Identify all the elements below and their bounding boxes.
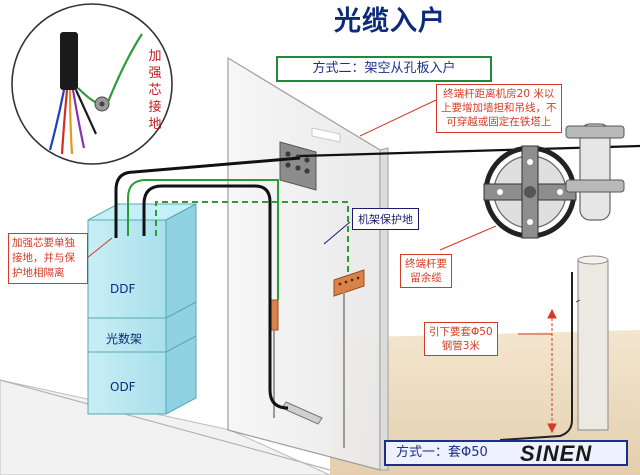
ground-rod <box>281 401 323 425</box>
ddf-label: DDF <box>110 282 136 296</box>
core-ground-vertical-label: 加强芯接地 <box>148 49 162 132</box>
terminal-pole-note-line-2: 上要增加墙担和吊线，不 <box>441 102 557 115</box>
reserve-note-line-2: 留余缆 <box>410 272 442 285</box>
building-wall <box>227 56 381 471</box>
rack-ground-label: 机架保护地 <box>352 208 419 230</box>
pole-clamp <box>565 123 625 221</box>
method-two-label: 方式二：架空从孔板入户 <box>276 56 492 82</box>
down-pipe-note: 引下要套Φ50 钢管3米 <box>424 322 498 357</box>
page-title: 光缆入户 <box>334 6 446 37</box>
terminal-pole-reserve-note: 终端杆要 留余缆 <box>400 254 452 289</box>
pipe-length-dimension <box>547 308 557 434</box>
ground-soil <box>330 330 640 475</box>
green-protective-ground-dashed <box>155 201 349 272</box>
black-fiber-cable-outer <box>114 156 301 238</box>
core-separate-ground-note: 加强芯要单独接地，并与保护地相隔离 <box>8 233 88 284</box>
reserve-note-line-1: 终端杆要 <box>405 258 447 270</box>
terminal-pole-note: 终端杆距离机房20 米以 上要增加墙担和吊线，不 可穿越或固定在铁塔上 <box>436 84 562 133</box>
brand-logo: SINEN <box>520 441 593 466</box>
down-lead-pole <box>499 255 609 441</box>
wall-edge <box>379 147 389 471</box>
equipment-cabinet <box>87 203 197 415</box>
green-core-ground-wire <box>127 179 279 300</box>
entry-plate-holes <box>285 151 310 174</box>
terminal-pole-note-line-3: 可穿越或固定在铁塔上 <box>446 116 552 129</box>
terminal-pole-note-line-1: 终端杆距离机房20 米以 <box>443 88 555 100</box>
down-pipe-line-2: 钢管3米 <box>441 340 480 353</box>
floor-edge <box>0 379 331 471</box>
wall-bracket <box>311 127 341 143</box>
method-one-label: 方式一：套Φ50 <box>384 440 628 466</box>
black-fiber-cable-inner <box>142 184 289 410</box>
down-pipe-line-1: 引下要套Φ50 <box>429 326 493 338</box>
inset-core-grounding <box>11 3 173 165</box>
cable-reserve-reel <box>483 145 577 239</box>
rack-ground-leader <box>323 221 351 245</box>
fiber-rack-label: 光数架 <box>106 332 143 346</box>
rack-ground-bar <box>333 269 365 448</box>
odf-label: ODF <box>110 380 136 394</box>
